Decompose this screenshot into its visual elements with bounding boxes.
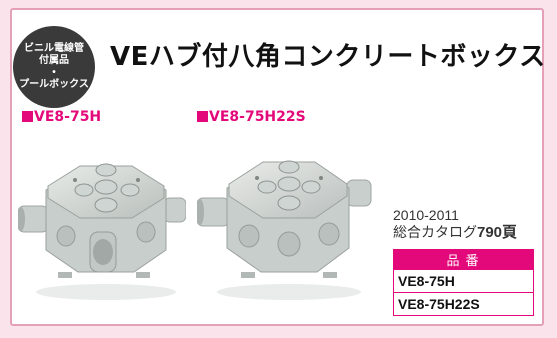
square-bullet-icon — [197, 111, 208, 122]
part-number-header: 品番 — [393, 249, 534, 270]
product-image-ve8-75h22s — [197, 160, 372, 300]
part-number-table: 品番 VE8-75H VE8-75H22S — [393, 249, 534, 316]
category-badge: ビニル電線管 付属品 • プールボックス — [13, 26, 95, 108]
catalog-page-line: 総合カタログ790頁 — [393, 224, 517, 241]
catalog-years: 2010-2011 — [393, 207, 459, 223]
badge-line-2: 付属品 — [39, 55, 69, 66]
badge-line-3: • — [52, 67, 56, 78]
product-title: VEハブ付八角コンクリートボックス — [110, 42, 546, 72]
part-number-row-1: VE8-75H — [393, 269, 534, 293]
model-name-2: VE8-75H22S — [209, 109, 306, 125]
part-number-row-2: VE8-75H22S — [393, 292, 534, 316]
model-name-1: VE8-75H — [34, 109, 102, 125]
square-bullet-icon — [22, 111, 33, 122]
catalog-label: 総合カタログ — [393, 224, 477, 240]
badge-line-4: プールボックス — [19, 79, 89, 90]
badge-line-1: ビニル電線管 — [24, 43, 84, 54]
model-label-2: VE8-75H22S — [197, 109, 306, 125]
catalog-reference: 2010-2011 総合カタログ790頁 — [393, 207, 517, 241]
catalog-page: 790頁 — [477, 224, 518, 241]
product-image-ve8-75h — [18, 163, 186, 300]
model-label-1: VE8-75H — [22, 109, 101, 125]
